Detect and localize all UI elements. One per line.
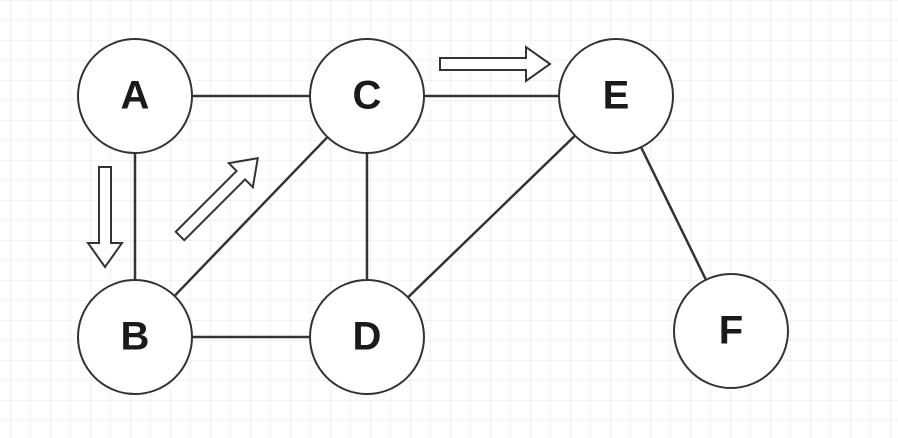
node-d-label: D: [353, 315, 382, 359]
arrow-b-to-c-icon: [174, 156, 260, 242]
node-b-circle: [77, 279, 193, 395]
node-c-label: C: [353, 74, 382, 118]
node-e[interactable]: E: [558, 38, 674, 154]
arrows-layer: [86, 45, 552, 269]
node-a-circle: [77, 38, 193, 154]
node-b-label: B: [121, 315, 150, 359]
node-d-circle: [309, 279, 425, 395]
node-e-label: E: [603, 74, 630, 118]
node-f[interactable]: F: [673, 273, 789, 389]
arrow-a-to-b-icon: [86, 166, 124, 269]
edge-e-f: [639, 146, 708, 281]
node-b[interactable]: B: [77, 279, 193, 395]
node-a[interactable]: A: [77, 38, 193, 154]
node-a-label: A: [121, 74, 150, 118]
node-c[interactable]: C: [309, 38, 425, 154]
node-f-label: F: [719, 309, 743, 353]
node-d[interactable]: D: [309, 279, 425, 395]
node-c-circle: [309, 38, 425, 154]
edges-layer: [133, 94, 708, 339]
node-e-circle: [558, 38, 674, 154]
edge-b-c: [173, 136, 329, 297]
arrow-c-to-e-icon: [439, 45, 552, 83]
node-f-circle: [673, 273, 789, 389]
edge-d-e: [407, 134, 576, 299]
